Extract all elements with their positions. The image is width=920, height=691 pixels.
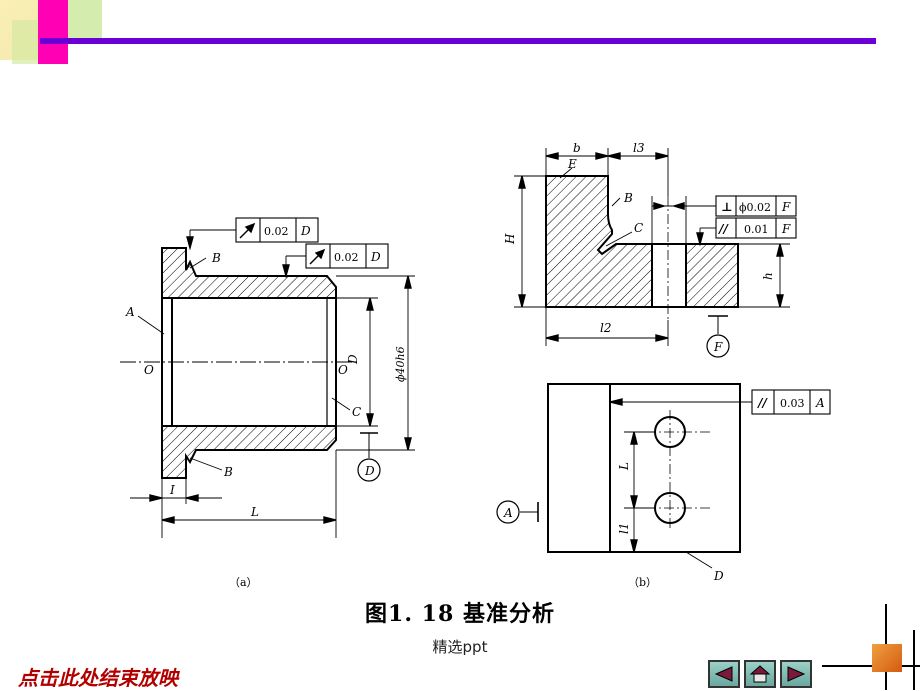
runout-1-value: 0.02 — [264, 225, 289, 238]
datum-f-letter: F — [713, 340, 723, 354]
label-e: E — [567, 157, 577, 171]
par-value: 0.01 — [744, 223, 769, 236]
dim-h-lower: h — [761, 272, 775, 280]
label-a: A — [125, 305, 135, 319]
runout-2-datum: D — [370, 250, 381, 264]
prev-arrow-icon — [714, 666, 733, 682]
par2-value: 0.03 — [780, 397, 805, 410]
par2-datum: A — [815, 396, 825, 410]
drawing-b-top — [514, 148, 797, 358]
dim-b: b — [573, 141, 581, 155]
prev-slide-button[interactable] — [708, 660, 740, 688]
home-slide-button[interactable] — [744, 660, 776, 688]
next-slide-button[interactable] — [780, 660, 812, 688]
par2-symbol: // — [757, 396, 768, 410]
datum-d-letter: D — [364, 464, 375, 478]
perp-symbol: ⊥ — [721, 200, 733, 214]
label-o-right: O — [338, 363, 348, 377]
runout-2-value: 0.02 — [334, 251, 359, 264]
end-slideshow-link[interactable]: 点击此处结束放映 — [18, 666, 178, 690]
corner-logo — [872, 644, 902, 672]
par-symbol: // — [718, 222, 729, 236]
dim-l3: l3 — [633, 141, 645, 155]
label-o-left: O — [144, 363, 154, 377]
label-c-right: C — [634, 221, 643, 235]
drawing-b-bottom — [496, 383, 831, 569]
runout-1-datum: D — [300, 224, 311, 238]
dim-l: L — [250, 505, 259, 519]
label-d: D — [713, 569, 724, 583]
figure-caption: 图1. 18 基准分析 — [365, 601, 555, 627]
watermark-text: 精选ppt — [432, 638, 488, 656]
next-arrow-icon — [787, 666, 806, 682]
subcaption-b: （b） — [628, 576, 657, 589]
accent-bar — [38, 0, 68, 64]
dim-l-holes: L — [617, 462, 631, 471]
dim-phi40h6: ϕ40h6 — [394, 346, 407, 382]
label-b-bottom: B — [223, 465, 233, 479]
par-datum: F — [781, 222, 791, 236]
label-b-top: B — [211, 251, 221, 265]
drawing-a — [120, 217, 415, 538]
dim-i: I — [169, 483, 175, 497]
dim-h-upper: H — [503, 233, 517, 245]
title-rule — [40, 38, 876, 44]
home-icon — [749, 665, 771, 683]
dim-l1: l1 — [617, 523, 631, 534]
dim-l2: l2 — [600, 321, 611, 335]
perp-value: ϕ0.02 — [739, 201, 771, 214]
label-c: C — [352, 405, 361, 419]
datum-a-letter: A — [503, 506, 513, 520]
dim-d: D — [346, 354, 360, 365]
subcaption-a: （a） — [229, 576, 258, 589]
perp-datum: F — [781, 200, 791, 214]
label-b-right: B — [623, 191, 633, 205]
